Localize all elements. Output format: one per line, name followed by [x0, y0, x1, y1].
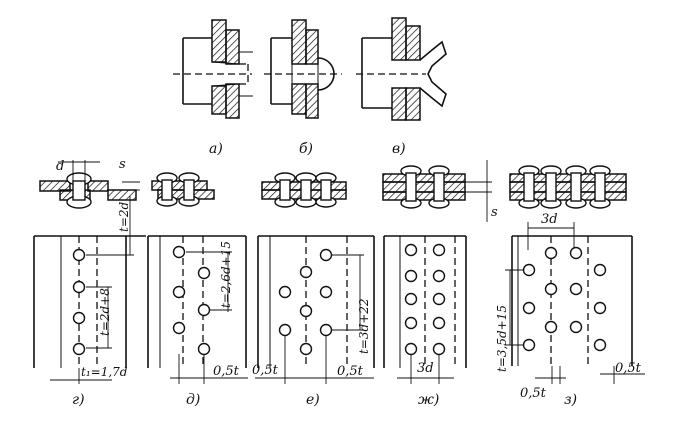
- label-e: е): [306, 392, 320, 408]
- dim-t-3d22: t=3d+22: [357, 298, 371, 354]
- figure-b: [264, 19, 342, 119]
- dim-3d-zh: 3d: [417, 361, 434, 376]
- dim-t-2d: t=2d: [117, 201, 131, 232]
- dim-t1: t₁=1,7d: [81, 365, 128, 379]
- dim-t-35d15: t=3,5d+15: [495, 305, 509, 372]
- dim-05t-z-right: 0,5t: [615, 361, 642, 376]
- dim-05t-e-right: 0,5t: [337, 364, 364, 379]
- panel-g: [33, 160, 146, 384]
- figure-v: [356, 17, 447, 121]
- label-g: г): [72, 392, 85, 408]
- label-a: а): [209, 141, 223, 157]
- dim-d: d: [56, 159, 64, 174]
- panel-z: [505, 165, 645, 384]
- dim-05t-e-left: 0,5t: [252, 363, 279, 378]
- dim-3d-z: 3d: [541, 212, 558, 227]
- figure-a: [173, 19, 253, 119]
- dim-t-2d8: t=2d+8: [98, 288, 112, 336]
- label-b: б): [299, 141, 313, 157]
- dim-t-26d15: t=2,6d+15: [219, 241, 233, 308]
- dim-05t-z-left: 0,5t: [520, 386, 547, 401]
- label-d: д): [186, 392, 200, 408]
- dim-s-right: s: [491, 205, 498, 220]
- label-z: з): [564, 392, 577, 408]
- panel-zh: [382, 160, 492, 384]
- dim-s-left: s: [119, 157, 126, 172]
- dim-05t-d: 0,5t: [213, 364, 240, 379]
- label-v: в): [392, 141, 406, 157]
- panel-e: [255, 172, 375, 384]
- label-zh: ж): [418, 392, 439, 408]
- panel-d: [147, 172, 248, 384]
